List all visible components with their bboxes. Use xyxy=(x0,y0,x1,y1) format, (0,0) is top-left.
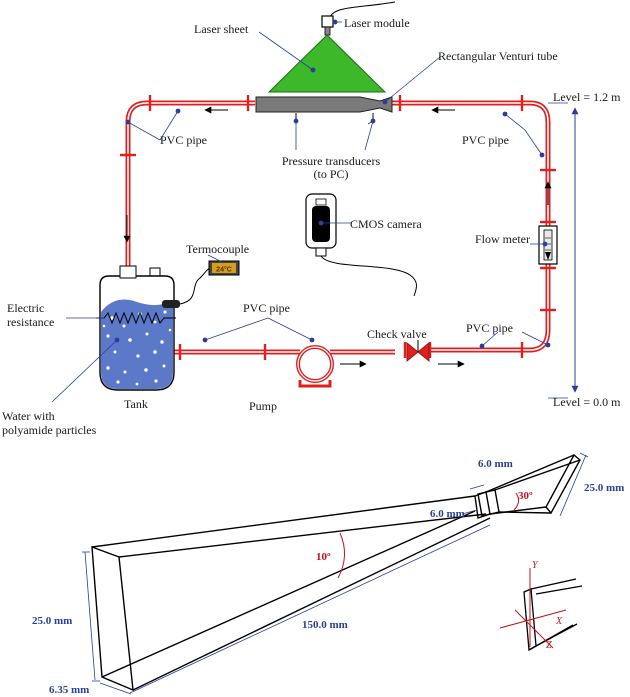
inlet-height-label: 25.0 mm xyxy=(32,615,72,627)
convergent-angle-arc xyxy=(513,492,520,511)
flow-meter xyxy=(538,225,558,265)
pump xyxy=(296,345,334,388)
coordinate-system xyxy=(499,568,583,652)
venturi-tube xyxy=(255,96,393,113)
level-bottom-label: Level = 0.0 m xyxy=(553,395,621,409)
cmos-camera xyxy=(305,193,417,297)
pump-label: Pump xyxy=(249,399,277,413)
termocouple-reading: 24°C xyxy=(216,266,232,274)
throat-width-label: 6.0 mm xyxy=(478,458,513,470)
pvc-pipe-bottom-mid-label: PVC pipe xyxy=(243,301,290,315)
level-top-label: Level = 1.2 m xyxy=(553,90,621,104)
laser-module xyxy=(321,15,334,36)
venturi-3d-drawing xyxy=(91,453,581,692)
electric-resistance-label: Electric xyxy=(7,301,44,315)
venturi-tube-label: Rectangular Venturi tube xyxy=(438,49,558,63)
annotation-leaders xyxy=(51,19,568,403)
water-label: Water with xyxy=(2,409,55,423)
check-valve xyxy=(406,340,430,363)
divergent-angle-label: 10º xyxy=(316,551,331,563)
laser-sheet-label: Laser sheet xyxy=(194,22,249,36)
tank xyxy=(99,275,175,391)
termocouple-display: 24°C xyxy=(208,260,240,276)
flow-meter-label: Flow meter xyxy=(475,232,530,246)
convergent-angle-label: 30º xyxy=(518,490,533,502)
pvc-pipe-top-right-label: PVC pipe xyxy=(462,133,509,147)
cmos-camera-label: CMOS camera xyxy=(350,217,422,231)
pressure-transducers-label: Pressure transducers xyxy=(282,154,381,168)
dimension-lines xyxy=(82,452,589,695)
termocouple-label: Termocouple xyxy=(186,242,249,256)
laser-sheet xyxy=(267,34,387,93)
check-valve-label: Check valve xyxy=(367,327,427,341)
water-sub-label: polyamide particles xyxy=(2,423,97,437)
electric-resistance-sub-label: resistance xyxy=(7,315,54,329)
electric-resistance xyxy=(96,311,176,325)
tank-label: Tank xyxy=(124,397,148,411)
axis-x-label: X xyxy=(555,616,563,627)
divergent-angle-arc xyxy=(337,532,345,579)
pvc-pipe-bottom-right-label: PVC pipe xyxy=(466,321,513,335)
pressure-transducers-sub-label: (to PC) xyxy=(313,167,348,181)
axis-z-label: Z xyxy=(546,640,552,651)
length-label: 150.0 mm xyxy=(302,619,348,631)
axis-y-label: Y xyxy=(532,560,539,571)
pvc-pipe-top-left-label: PVC pipe xyxy=(160,133,207,147)
outlet-height-label: 25.0 mm xyxy=(584,482,624,494)
laser-module-label: Laser module xyxy=(344,16,410,30)
throat-depth-label: 6.0 mm xyxy=(430,508,465,520)
depth-label: 6.35 mm xyxy=(49,684,89,696)
laser-cable xyxy=(329,1,396,18)
